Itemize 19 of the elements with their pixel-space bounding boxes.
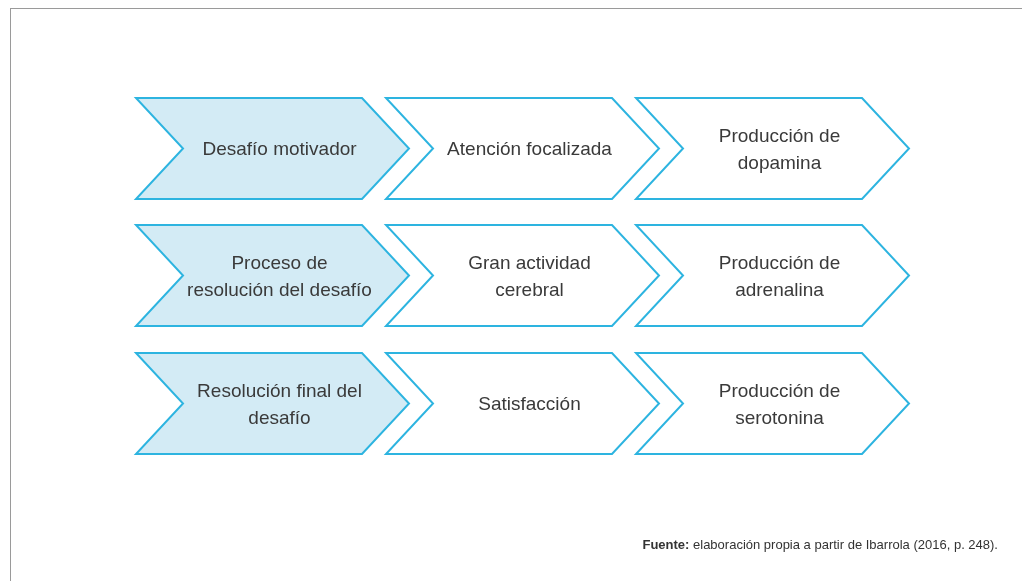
chevron-step [135, 97, 410, 200]
step-label: Producción de serotonina [717, 378, 842, 430]
step-label: Gran actividad cerebral [467, 250, 592, 302]
step-label: Proceso de resolución del desafío [187, 250, 372, 302]
chevron-step [635, 224, 910, 327]
step-label: Resolución final del desafío [196, 378, 363, 430]
chevron-step [385, 352, 660, 455]
source-caption: Fuente: elaboración propia a partir de Ibarrola (2016, p. 248). [642, 537, 998, 552]
step-label: Producción de adrenalina [717, 250, 842, 302]
chevron-step [635, 97, 910, 200]
chevron-step [135, 352, 410, 455]
step-label: Satisfacción [478, 392, 581, 416]
step-label: Desafío motivador [202, 137, 357, 161]
step-label: Atención focalizada [447, 137, 612, 161]
chevron-step [385, 224, 660, 327]
chevron-step [385, 97, 660, 200]
chevron-step [135, 224, 410, 327]
step-label: Producción de dopamina [717, 123, 842, 175]
chevron-step [635, 352, 910, 455]
